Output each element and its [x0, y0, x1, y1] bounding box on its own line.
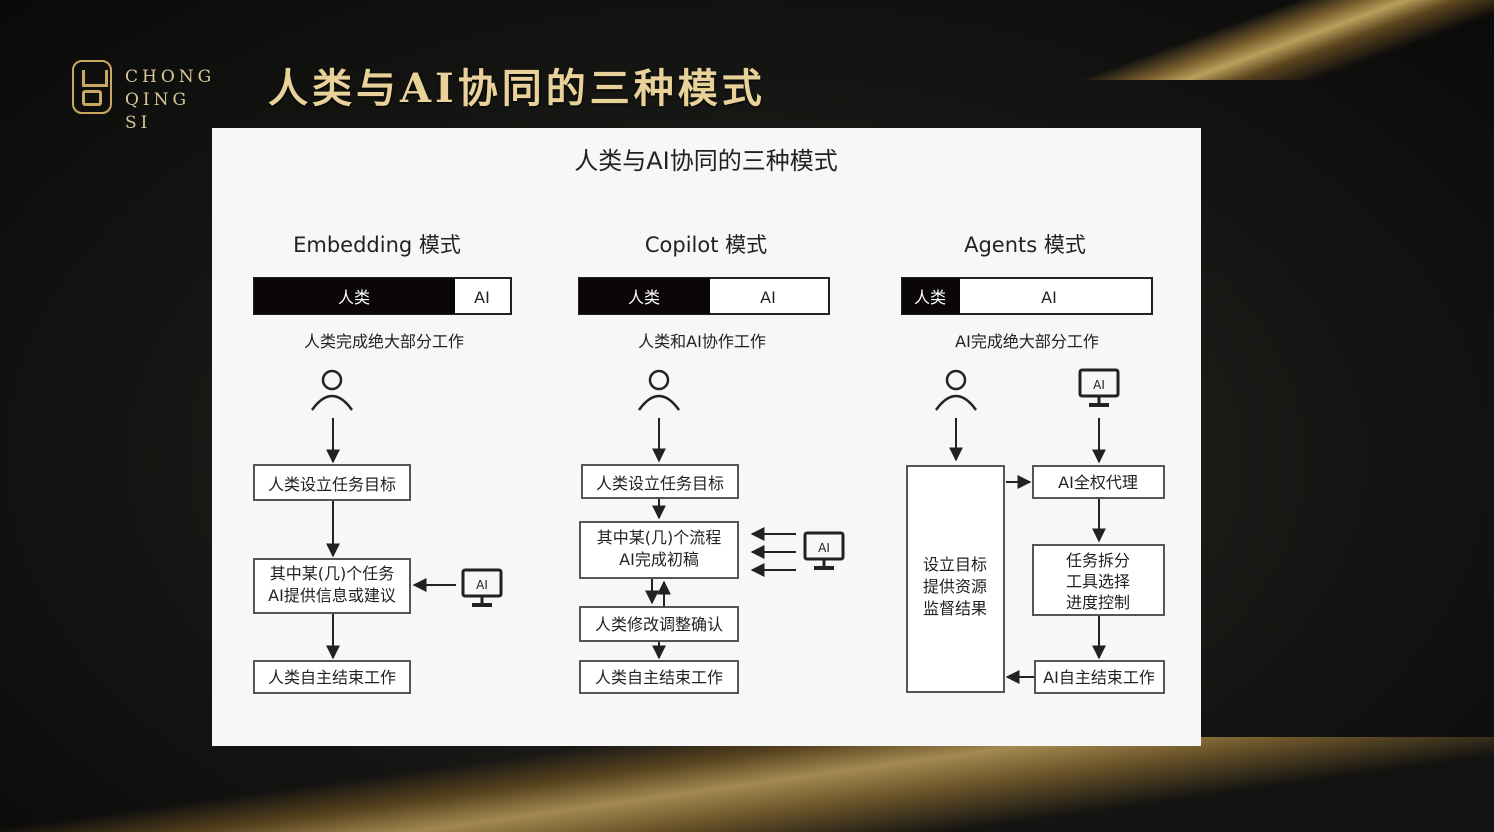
copilot-step-2-line-1: 其中某(几)个流程 [597, 528, 722, 547]
slide-title: 人类与AI协同的三种模式 [268, 65, 766, 112]
logo-mark-icon [72, 60, 112, 114]
agents-human-box-line-1: 设立目标 [923, 555, 987, 574]
embedding-bar-ai-label: AI [474, 288, 490, 307]
copilot-bar-human-label: 人类 [628, 288, 660, 307]
embedding-step-3 [253, 660, 411, 694]
copilot-step-3 [579, 606, 739, 642]
copilot-person-icon [637, 369, 681, 411]
copilot-step-3-text: 人类修改调整确认 [595, 615, 723, 634]
copilot-step-4-text: 人类自主结束工作 [595, 668, 723, 687]
agents-step-2-line-3: 进度控制 [1066, 593, 1130, 612]
diagram-title: 人类与AI协同的三种模式 [574, 147, 838, 175]
embedding-step-3-text: 人类自主结束工作 [268, 668, 396, 687]
copilot-caption: 人类和AI协作工作 [638, 332, 766, 351]
agents-bar-human-label: 人类 [914, 288, 946, 307]
embedding-monitor-icon: AI [461, 568, 503, 607]
agents-monitor-label: AI [1093, 378, 1105, 392]
copilot-bar-ai-label: AI [760, 288, 776, 307]
copilot-monitor-icon: AI [803, 531, 845, 570]
gold-band-bottom [0, 737, 1494, 832]
embedding-heading: Embedding 模式 [293, 233, 461, 257]
agents-heading: Agents 模式 [964, 233, 1086, 257]
agents-step-1 [1032, 465, 1165, 499]
copilot-step-4 [579, 660, 739, 694]
agents-step-2-line-1: 任务拆分 [1066, 551, 1130, 570]
copilot-heading: Copilot 模式 [645, 233, 767, 257]
agents-step-3 [1034, 660, 1165, 694]
copilot-step-2-line-2: AI完成初稿 [619, 550, 699, 569]
agents-monitor-icon: AI [1078, 368, 1120, 407]
agents-human-box [906, 465, 1005, 693]
collaboration-diagram: 人类与AI协同的三种模式 Embedding 模式 人类 AI 人类完成绝大部分… [253, 147, 1165, 694]
agents-caption: AI完成绝大部分工作 [955, 332, 1099, 351]
brand-line-1: CHONG [125, 67, 216, 87]
agents-human-segment [902, 278, 960, 314]
agents-step-2 [1032, 544, 1165, 616]
copilot-step-1-text: 人类设立任务目标 [596, 474, 724, 493]
copilot-human-segment [579, 278, 710, 314]
diagram-card: 人类与AI协同的三种模式 Embedding 模式 人类 AI 人类完成绝大部分… [212, 128, 1201, 746]
agents-step-1-text: AI全权代理 [1058, 473, 1138, 492]
agents-human-box-line-3: 监督结果 [923, 599, 987, 618]
brand-logo: CHONG QING SI [72, 60, 222, 133]
embedding-human-segment [254, 278, 455, 314]
embedding-caption: 人类完成绝大部分工作 [304, 332, 464, 351]
embedding-step-1-text: 人类设立任务目标 [268, 475, 396, 494]
embedding-step-2 [253, 558, 411, 614]
agents-step-2-line-2: 工具选择 [1066, 572, 1130, 591]
agents-human-box-line-2: 提供资源 [923, 577, 987, 596]
brand-line-2: QING SI [125, 90, 191, 133]
embedding-step-2-line-2: AI提供信息或建议 [268, 586, 396, 605]
agents-bar-ai-label: AI [1041, 288, 1057, 307]
embedding-bar-human-label: 人类 [338, 288, 370, 307]
agents-step-3-text: AI自主结束工作 [1043, 668, 1155, 687]
gold-band-top [1074, 0, 1494, 80]
embedding-person-icon [310, 369, 354, 411]
copilot-step-1 [581, 464, 739, 499]
embedding-monitor-label: AI [476, 578, 488, 592]
copilot-step-2 [579, 521, 739, 579]
copilot-monitor-label: AI [818, 541, 830, 555]
embedding-step-1 [253, 464, 411, 501]
agents-person-icon [934, 369, 978, 411]
brand-text: CHONG QING SI [125, 66, 222, 135]
embedding-step-2-line-1: 其中某(几)个任务 [270, 564, 395, 583]
